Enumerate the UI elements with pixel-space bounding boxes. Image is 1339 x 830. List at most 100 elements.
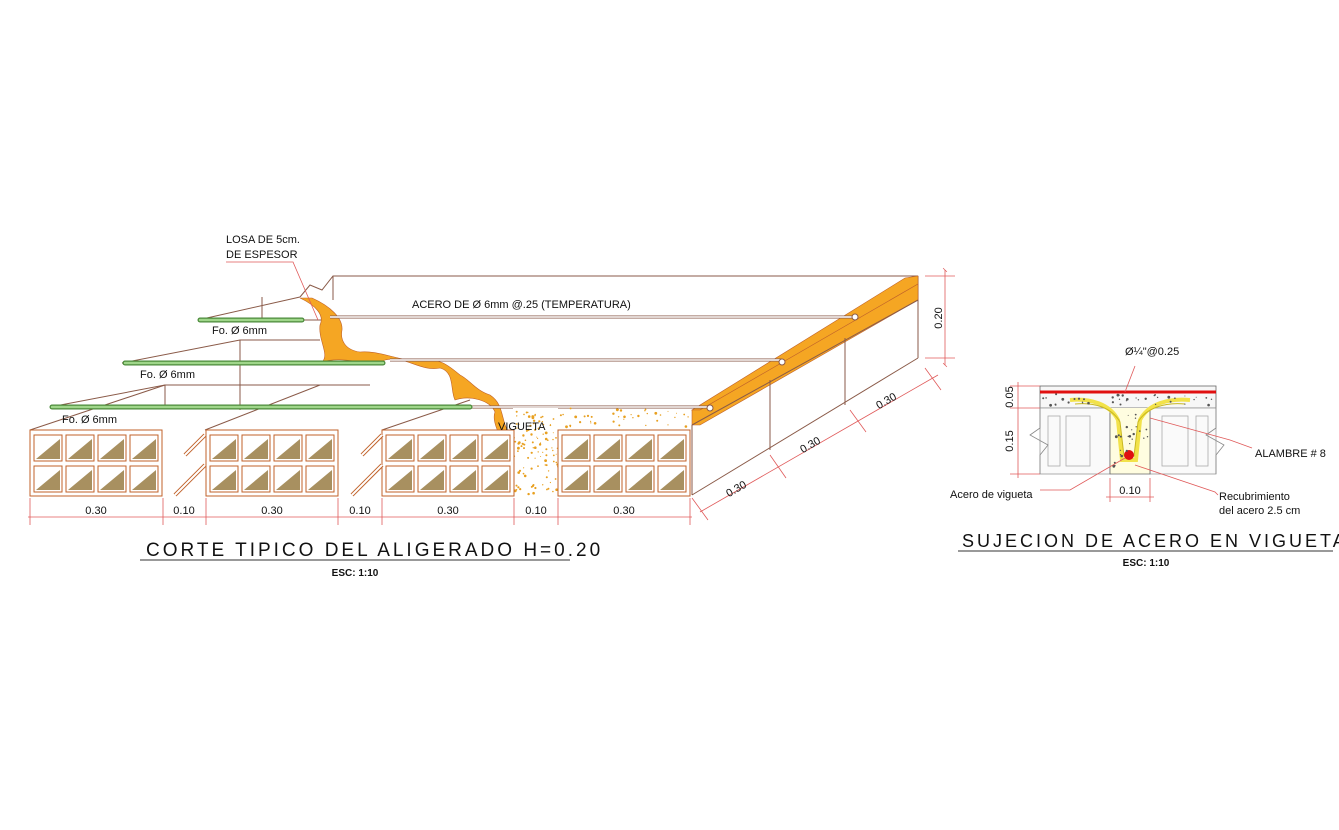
speckle (1184, 395, 1186, 397)
right-title: SUJECION DE ACERO EN VIGUETA (962, 531, 1339, 551)
speckle (1083, 398, 1085, 401)
speckle (590, 420, 592, 422)
speckle (637, 414, 640, 418)
speckle (534, 446, 537, 450)
speckle (1167, 395, 1171, 399)
speckle (623, 415, 626, 419)
speckle (552, 490, 554, 493)
speckle (659, 414, 662, 416)
speckle (623, 418, 625, 420)
speckle (547, 487, 550, 490)
temperature-bars (330, 313, 859, 412)
speckle (1125, 449, 1128, 452)
speckle (1055, 404, 1057, 406)
bar-spacing-label: Ø¼"@0.25 (1125, 346, 1179, 358)
speckle (1116, 393, 1120, 397)
speckle (676, 412, 677, 414)
brick-cell-shading (660, 470, 684, 490)
speckle (522, 434, 525, 437)
speckle (515, 423, 518, 425)
speckle (656, 419, 659, 422)
speckle (667, 424, 669, 426)
speckle (654, 411, 658, 415)
speckle (527, 415, 531, 418)
speckle (545, 476, 548, 479)
speckle (1128, 435, 1132, 438)
slab-cut-edge (299, 297, 511, 436)
speckle (531, 441, 534, 444)
speckle (517, 471, 520, 474)
speckle (532, 422, 535, 425)
speckle (530, 467, 533, 470)
speckle (552, 432, 554, 434)
speckle (539, 442, 542, 444)
bottom-dim-7: 0.30 (613, 505, 634, 517)
speckle (1195, 396, 1197, 398)
speckle (569, 407, 572, 410)
dim-bottom-value: 0.15 (1004, 430, 1016, 451)
speckle (1121, 394, 1124, 397)
speckle (537, 451, 539, 453)
speckle (1127, 435, 1129, 438)
brick-cell-shading (308, 470, 332, 490)
speckle (1145, 428, 1148, 431)
speckle (532, 419, 536, 422)
brick-cell-shading (596, 439, 620, 459)
fo-label-middle: Fo. Ø 6mm (140, 369, 195, 381)
speckle (527, 456, 530, 459)
brick-cell-shading (420, 439, 444, 459)
speckle (522, 443, 524, 444)
speckle (1119, 435, 1122, 438)
fo-label-bottom: Fo. Ø 6mm (62, 414, 117, 426)
speckle (1087, 401, 1090, 405)
speckle (586, 414, 590, 417)
speckle (1184, 403, 1186, 405)
speckle (630, 414, 632, 416)
speckle (1153, 394, 1156, 397)
speckle (523, 443, 526, 446)
speckle (618, 424, 621, 427)
speckle (527, 428, 530, 432)
speckle (549, 424, 552, 427)
speckle (555, 461, 558, 464)
speckle (1119, 449, 1122, 451)
bottom-dim-6: 0.10 (525, 505, 546, 517)
brick-cell-shading (68, 439, 92, 459)
left-scale: ESC: 1:10 (332, 568, 379, 579)
speckle (552, 438, 554, 441)
speckle (644, 408, 647, 411)
speckle (1131, 438, 1133, 440)
speckle (1137, 399, 1140, 401)
speckle (525, 411, 528, 414)
speckle (1045, 397, 1047, 399)
fo-label-top: Fo. Ø 6mm (212, 325, 267, 337)
brick-cell-shading (308, 439, 332, 459)
speckle (523, 447, 525, 450)
losa-label-line2: DE ESPESOR (226, 249, 298, 261)
speckle (516, 415, 518, 417)
speckle (1132, 432, 1135, 436)
speckle (516, 427, 518, 429)
brick-cell-shading (276, 470, 300, 490)
right-scale: ESC: 1:10 (1123, 558, 1170, 569)
brick-cell-shading (484, 470, 508, 490)
brick-cell-shading (388, 439, 412, 459)
speckle (1127, 414, 1129, 416)
speckle (1169, 400, 1172, 403)
green-rebars (49, 317, 473, 410)
recubrimiento-label-line1: Recubrimiento (1219, 491, 1290, 503)
speckle (536, 436, 538, 438)
speckle (537, 437, 539, 439)
speckle (515, 489, 518, 491)
brick-cell-shading (452, 470, 476, 490)
brick-cell-shading (596, 470, 620, 490)
speckle (530, 451, 533, 454)
speckle (541, 415, 544, 418)
speckle (546, 488, 548, 491)
speckle (532, 447, 534, 449)
bottom-dimensions: 0.30 0.10 0.30 0.10 0.30 0.10 0.30 (28, 498, 692, 525)
left-brick (1029, 407, 1111, 475)
speckle (529, 424, 532, 427)
speckle (547, 439, 549, 442)
brick-cell-shading (100, 439, 124, 459)
